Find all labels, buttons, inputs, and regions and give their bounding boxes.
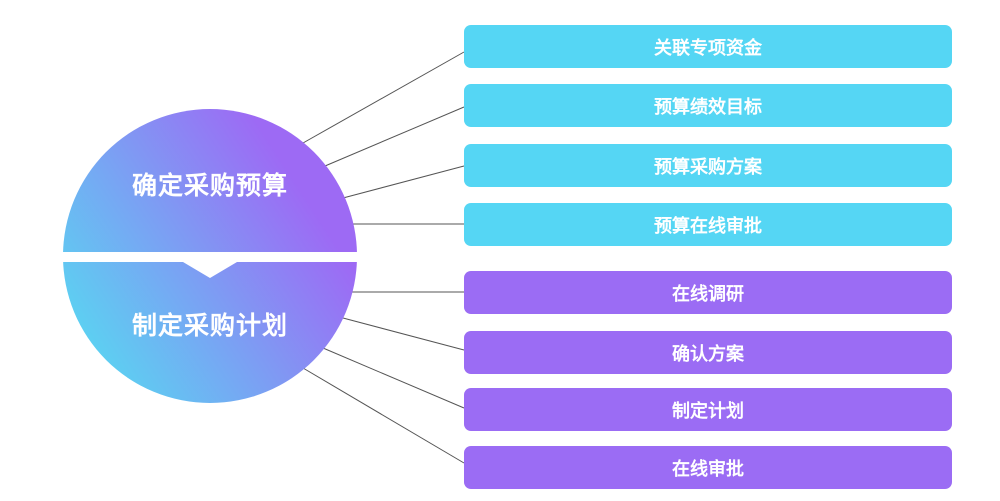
connector-lines — [302, 51, 465, 464]
budget-step-box: 预算采购方案 — [464, 144, 952, 187]
budget-step-box: 预算绩效目标 — [464, 84, 952, 127]
connector-line — [342, 317, 465, 351]
plan-step-box: 在线审批 — [464, 446, 952, 489]
plan-step-box: 制定计划 — [464, 388, 952, 431]
plan-title: 制定采购计划 — [131, 311, 288, 340]
connector-line — [302, 367, 465, 464]
budget-title: 确定采购预算 — [131, 171, 288, 200]
plan-step-box: 确认方案 — [464, 331, 952, 374]
connector-line — [342, 165, 465, 199]
arrow-notch-icon — [183, 262, 237, 278]
connector-line — [302, 51, 465, 144]
top-half-circle — [63, 109, 357, 252]
budget-step-box: 预算在线审批 — [464, 203, 952, 246]
budget-step-box: 关联专项资金 — [464, 25, 952, 68]
bottom-half-circle — [63, 262, 357, 403]
connector-line — [322, 347, 465, 409]
plan-step-box: 在线调研 — [464, 271, 952, 314]
connector-line — [324, 106, 465, 167]
